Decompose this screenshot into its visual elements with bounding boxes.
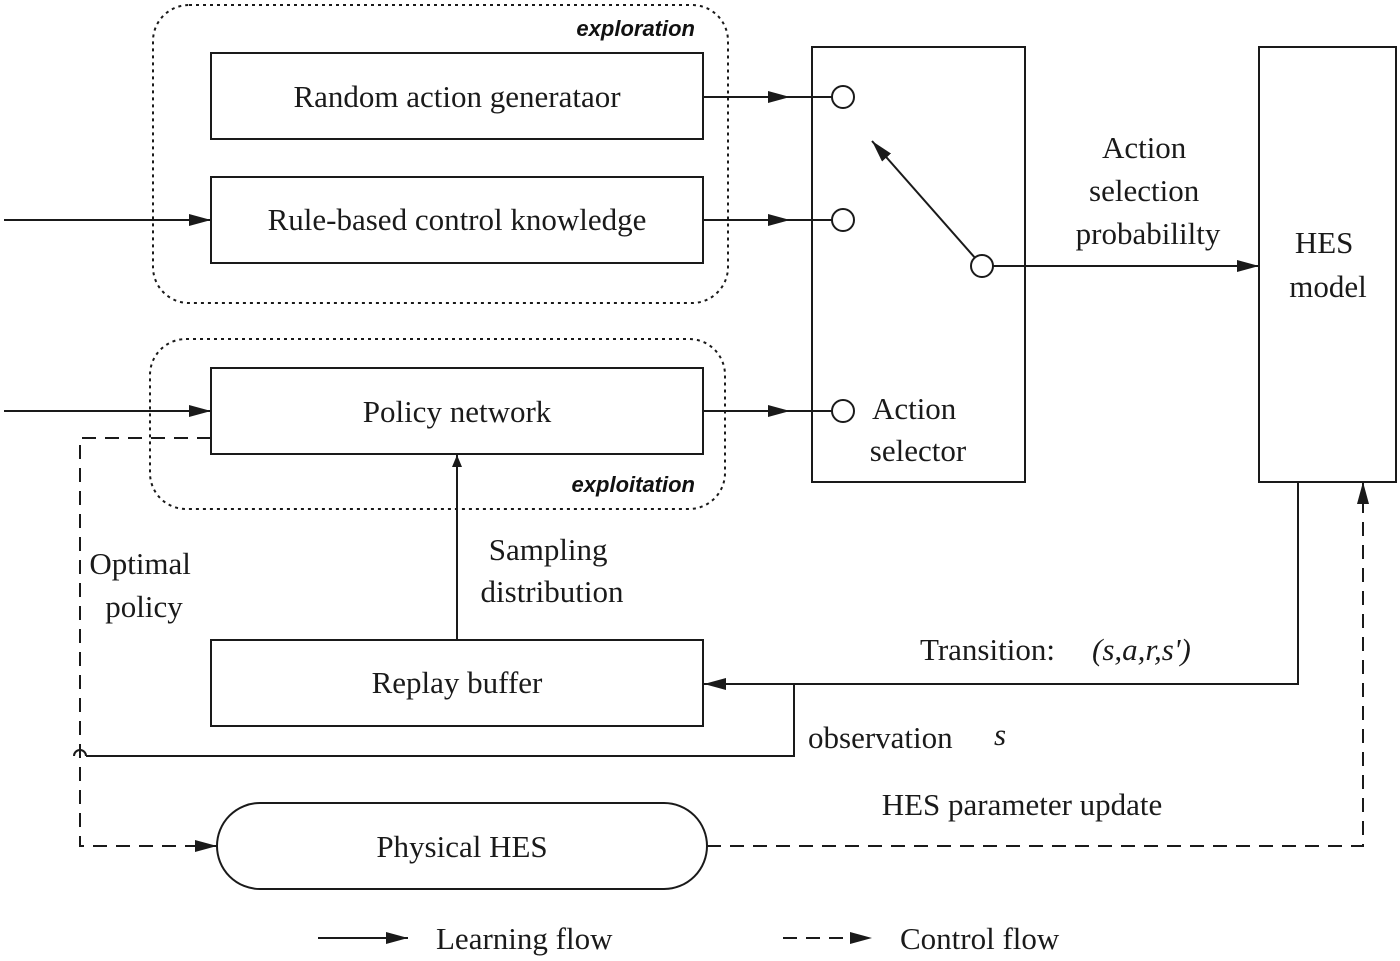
observation-loop xyxy=(86,684,795,757)
legend-control-flow-label: Control flow xyxy=(900,921,1060,956)
observation-label: observation xyxy=(808,720,953,755)
exploration-group-label: exploration xyxy=(576,16,695,41)
transition-label: Transition: xyxy=(920,632,1055,667)
selector-port-1 xyxy=(831,85,855,109)
switch-pivot xyxy=(970,254,994,278)
action-selection-probability-label: Action selection probabililty xyxy=(1076,130,1221,251)
selector-port-2 xyxy=(831,208,855,232)
rule-based-control-label: Rule-based control knowledge xyxy=(268,202,647,237)
transition-tuple: (s,a,r,s') xyxy=(1092,632,1191,667)
optimal-policy-label: Optimal policy xyxy=(89,546,198,624)
hes-model-box xyxy=(1258,46,1397,483)
hes-parameter-update-label: HES parameter update xyxy=(882,787,1163,822)
rule-based-control-box xyxy=(210,176,704,264)
legend-learning-flow-label: Learning flow xyxy=(436,921,613,956)
observation-symbol: s xyxy=(994,717,1006,752)
optimal-policy-control-flow xyxy=(79,437,217,852)
exploration-group xyxy=(152,4,729,304)
policy-network-label: Policy network xyxy=(363,394,552,429)
sampling-distribution-label: Sampling distribution xyxy=(481,532,624,609)
exploitation-group-label: exploitation xyxy=(572,472,695,497)
action-selector-label: Action selector xyxy=(870,391,967,468)
arrow-transition-to-replay xyxy=(704,482,1299,690)
policy-network-box xyxy=(210,367,704,455)
switch-arm xyxy=(871,140,977,260)
physical-hes-label: Physical HES xyxy=(376,829,547,864)
random-action-generator-label: Random action generataor xyxy=(293,79,621,114)
selector-port-3 xyxy=(831,399,855,423)
replay-buffer-label: Replay buffer xyxy=(372,665,543,700)
hes-model-label: HES model xyxy=(1289,225,1367,304)
hes-parameter-update-flow xyxy=(707,482,1369,847)
replay-buffer-box xyxy=(210,639,704,727)
